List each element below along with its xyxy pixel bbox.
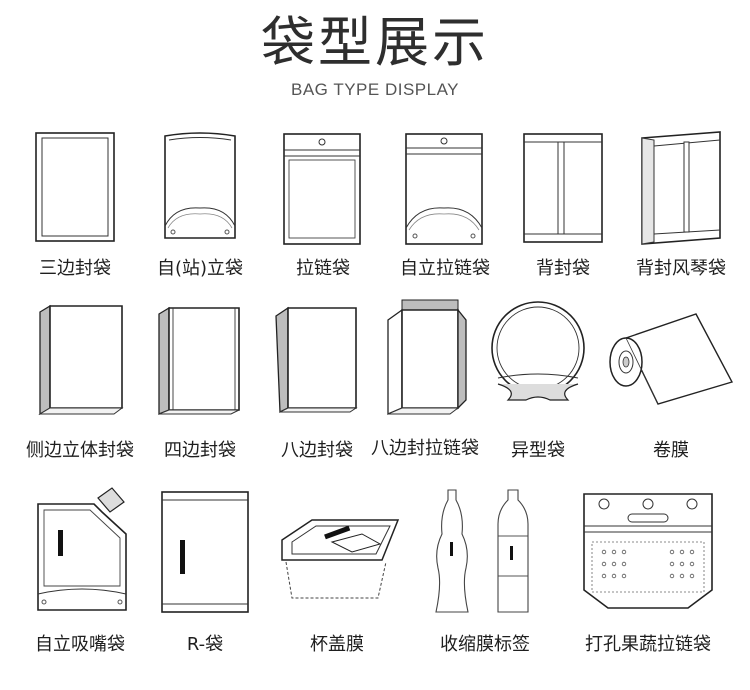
- zipper-bag-icon: [283, 133, 361, 245]
- bag-card-r-bag: R-袋: [160, 490, 250, 665]
- bag-card-shaped: 异型袋: [488, 300, 588, 465]
- bag-card-shrink-film-label: 收缩膜标签: [430, 489, 540, 665]
- bag-label: 自立拉链袋: [400, 258, 490, 279]
- bag-card-zipper: 拉链袋: [278, 128, 368, 283]
- bag-card-back-seal-gusset: 背封风琴袋: [636, 128, 726, 283]
- r-bag-icon: [161, 491, 249, 613]
- bag-label: 自(站)立袋: [156, 258, 244, 279]
- bag-card-three-side-seal: 三边封袋: [30, 128, 120, 283]
- four-side-seal-bag-icon: [158, 306, 240, 415]
- bag-label: 背封风琴袋: [636, 258, 726, 279]
- bag-label: 背封袋: [536, 258, 590, 279]
- page-subtitle: BAG TYPE DISPLAY: [291, 80, 459, 99]
- bag-label: 侧边立体封袋: [26, 440, 134, 461]
- bag-label: 四边封袋: [164, 440, 236, 461]
- cup-lid-film-icon: [281, 519, 400, 599]
- bag-card-stand-up: 自(站)立袋: [155, 128, 245, 283]
- bag-card-side-gusset: 侧边立体封袋: [26, 300, 134, 465]
- bag-label: 三边封袋: [39, 258, 111, 279]
- stand-up-zipper-bag-icon: [405, 133, 483, 245]
- back-seal-bag-icon: [523, 133, 603, 243]
- bag-label: 卷膜: [653, 440, 689, 461]
- bag-label: 杯盖膜: [310, 634, 364, 655]
- side-gusset-bag-icon: [38, 304, 124, 416]
- bag-card-perforated-produce-zipper: 打孔果蔬拉链袋: [578, 490, 718, 665]
- bag-label: 打孔果蔬拉链袋: [585, 634, 711, 655]
- bag-label: R-袋: [186, 634, 224, 655]
- bag-card-four-side-seal: 四边封袋: [155, 300, 245, 465]
- bag-label: 拉链袋: [296, 258, 350, 279]
- eight-side-seal-bag-icon: [275, 306, 358, 414]
- bag-label: 收缩膜标签: [440, 634, 530, 655]
- three-side-seal-bag-icon: [35, 132, 115, 242]
- bag-card-roll-film: 卷膜: [606, 300, 736, 465]
- roll-film-icon: [609, 313, 734, 405]
- shrink-film-label-icon: [435, 489, 529, 613]
- bag-label: 自立吸嘴袋: [35, 634, 125, 655]
- perforated-produce-zipper-bag-icon: [583, 493, 713, 609]
- bag-label: 八边封袋: [281, 440, 353, 461]
- back-seal-gusset-bag-icon: [641, 131, 721, 245]
- bag-label: 八边封拉链袋: [371, 438, 479, 459]
- bag-card-eight-side-seal-zipper: 八边封拉链袋: [371, 299, 479, 465]
- eight-side-seal-zipper-bag-icon: [387, 299, 467, 415]
- bag-card-cup-lid-film: 杯盖膜: [272, 490, 402, 665]
- bag-card-eight-side-seal: 八边封袋: [272, 300, 362, 465]
- spout-pouch-icon: [37, 487, 127, 611]
- bag-card-back-seal: 背封袋: [518, 128, 608, 283]
- shaped-bag-icon: [491, 301, 585, 401]
- bag-card-spout-pouch: 自立吸嘴袋: [30, 487, 130, 665]
- page-title: 袋型展示: [261, 11, 489, 74]
- bag-card-stand-up-zipper: 自立拉链袋: [400, 128, 490, 283]
- stand-up-bag-icon: [164, 132, 236, 239]
- bag-label: 异型袋: [511, 440, 565, 461]
